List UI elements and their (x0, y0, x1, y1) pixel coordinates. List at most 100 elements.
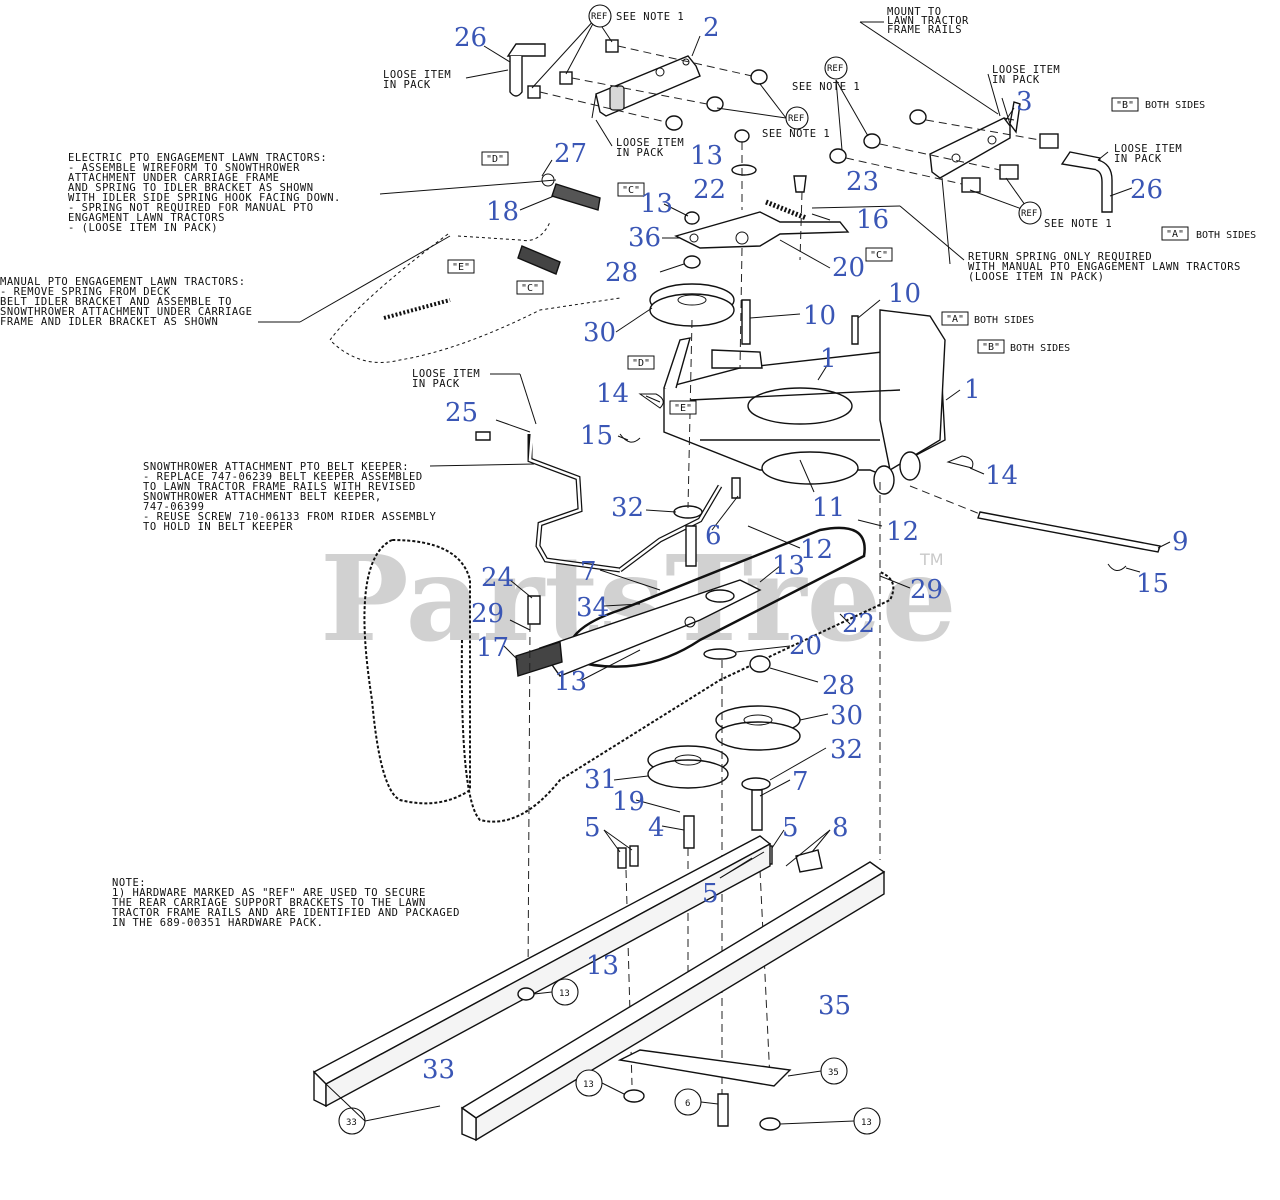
svg-text:"E": "E" (452, 262, 470, 273)
svg-text:TO LAWN TRACTOR FRAME RAILS WI: TO LAWN TRACTOR FRAME RAILS WITH REVISED (143, 481, 416, 493)
pulley-30-lower (715, 705, 801, 751)
callout-14a: 14 (596, 379, 629, 409)
carriage-frame-1 (663, 309, 946, 485)
callout-9: 9 (1172, 527, 1189, 557)
spring-17 (515, 641, 563, 677)
callout-35: 35 (818, 991, 851, 1021)
bolt-10-left (741, 299, 751, 345)
svg-text:6: 6 (685, 1099, 690, 1109)
bushing-8 (795, 849, 823, 873)
callout-15b: 15 (1136, 569, 1169, 599)
bolt-6-bottom (717, 1093, 729, 1127)
svg-text:SEE NOTE 1: SEE NOTE 1 (616, 11, 684, 23)
svg-text:REF: REF (1021, 209, 1037, 219)
callout-4: 4 (648, 813, 665, 843)
callout-20b: 20 (789, 631, 822, 661)
svg-text:"D": "D" (486, 154, 504, 165)
callout-1a: 1 (820, 344, 837, 374)
callout-17: 17 (476, 633, 509, 663)
fastener-group-top-left (527, 39, 768, 131)
svg-text:"C": "C" (521, 283, 539, 294)
svg-text:AND SPRING TO IDLER BRACKET AS: AND SPRING TO IDLER BRACKET AS SHOWN (68, 182, 314, 194)
hairpin-14b (946, 455, 974, 469)
wireform-cable (329, 233, 621, 363)
bolt-24 (527, 595, 541, 625)
nut-13-upper (734, 129, 750, 143)
callout-11: 11 (812, 493, 845, 523)
svg-text:BOTH SIDES: BOTH SIDES (1010, 343, 1070, 354)
svg-text:IN PACK: IN PACK (616, 147, 664, 159)
return-spring-16 (765, 199, 807, 221)
svg-text:MANUAL PTO ENGAGEMENT LAWN TRA: MANUAL PTO ENGAGEMENT LAWN TRACTORS: (0, 276, 246, 288)
svg-text:SNOWTHROWER ATTACHMENT UNDER C: SNOWTHROWER ATTACHMENT UNDER CARRIAGE (0, 306, 252, 318)
svg-text:LOOSE ITEM: LOOSE ITEM (412, 368, 480, 380)
belt-loop-right (460, 571, 895, 823)
svg-text:13: 13 (559, 989, 570, 999)
belt-29 (567, 526, 866, 668)
bolt-7-lower (751, 789, 763, 831)
clip-15a (619, 433, 641, 443)
svg-text:LAWN TRACTOR: LAWN TRACTOR (887, 15, 969, 27)
svg-text:- REMOVE SPRING FROM DECK: - REMOVE SPRING FROM DECK (0, 286, 171, 298)
svg-text:LOOSE ITEM: LOOSE ITEM (616, 137, 684, 149)
washer-22-upper (731, 164, 757, 176)
svg-text:- REPLACE 747-06239 BELT KEEPE: - REPLACE 747-06239 BELT KEEPER ASSEMBLE… (143, 471, 423, 483)
nut-bottom-a (517, 987, 535, 1001)
callout-12b: 12 (800, 535, 833, 565)
callout-7b: 7 (792, 767, 809, 797)
svg-text:WITH MANUAL PTO ENGAGEMENT LAW: WITH MANUAL PTO ENGAGEMENT LAWN TRACTORS (968, 261, 1241, 273)
callout-28b: 28 (822, 671, 855, 701)
svg-text:REF: REF (788, 114, 804, 124)
callout-6a: 6 (705, 521, 722, 551)
svg-text:"E": "E" (674, 403, 692, 414)
bolt-10-right (851, 315, 859, 345)
callout-22a: 22 (693, 175, 726, 205)
svg-text:ATTACHMENT UNDER CARRIAGE FRAM: ATTACHMENT UNDER CARRIAGE FRAME (68, 172, 279, 184)
callout-13c: 13 (772, 551, 805, 581)
axle-rod-9 (977, 511, 1161, 553)
callout-29a: 29 (471, 599, 504, 629)
spring-18 (541, 173, 601, 211)
svg-text:SEE NOTE 1: SEE NOTE 1 (1044, 218, 1112, 230)
svg-text:13: 13 (583, 1080, 594, 1090)
svg-text:MOUNT TO: MOUNT TO (887, 6, 942, 18)
callout-2: 2 (703, 13, 720, 43)
hitch-pin-26-right (1060, 151, 1113, 213)
svg-text:TO HOLD IN BELT KEEPER: TO HOLD IN BELT KEEPER (143, 521, 293, 533)
svg-text:BOTH SIDES: BOTH SIDES (1145, 100, 1205, 111)
svg-text:SEE NOTE 1: SEE NOTE 1 (762, 128, 830, 140)
nut-bottom-b (623, 1089, 645, 1103)
svg-text:"D": "D" (632, 358, 650, 369)
hitch-pin-26-left (506, 43, 546, 97)
callout-33: 33 (422, 1055, 455, 1085)
callout-23: 23 (846, 167, 879, 197)
callout-10a: 10 (803, 301, 836, 331)
fasteners-top-right (829, 109, 1059, 193)
callout-5a: 5 (584, 813, 601, 843)
ref-markers: REF REF REF REF (588, 4, 1042, 225)
callout-26b: 26 (1130, 175, 1163, 205)
callout-30a: 30 (583, 318, 616, 348)
svg-text:IN PACK: IN PACK (1114, 153, 1162, 165)
callout-numbers: 26 2 3 26 27 13 22 23 18 13 16 36 20 28 … (422, 13, 1189, 1085)
callout-13d: 13 (554, 667, 587, 697)
leader-lines (483, 35, 1171, 879)
svg-text:BOTH SIDES: BOTH SIDES (974, 315, 1034, 326)
callout-18: 18 (486, 197, 519, 227)
callout-36: 36 (628, 223, 661, 253)
callout-25: 25 (445, 398, 478, 428)
rear-support-bracket-left (591, 55, 701, 119)
svg-text:REF: REF (591, 12, 607, 22)
svg-text:SNOWTHROWER ATTACHMENT BELT KE: SNOWTHROWER ATTACHMENT BELT KEEPER, (143, 491, 382, 503)
plate-35 (617, 1049, 792, 1087)
bolt-23 (793, 175, 807, 193)
spring-manual (517, 245, 561, 275)
callout-15a: 15 (580, 421, 613, 451)
svg-text:"A": "A" (946, 314, 964, 325)
svg-text:FRAME RAILS: FRAME RAILS (887, 24, 962, 36)
wheels (873, 451, 921, 495)
callout-16: 16 (856, 205, 889, 235)
note-labels: SEE NOTE 1 SEE NOTE 1 SEE NOTE 1 SEE NOT… (0, 6, 1241, 929)
circled-callouts: 13 35 13 6 13 33 (325, 978, 881, 1135)
boxed-tags: "D" "C" "E" "C" "C" "D" "E" "B" "A" "A" … (447, 97, 1256, 415)
